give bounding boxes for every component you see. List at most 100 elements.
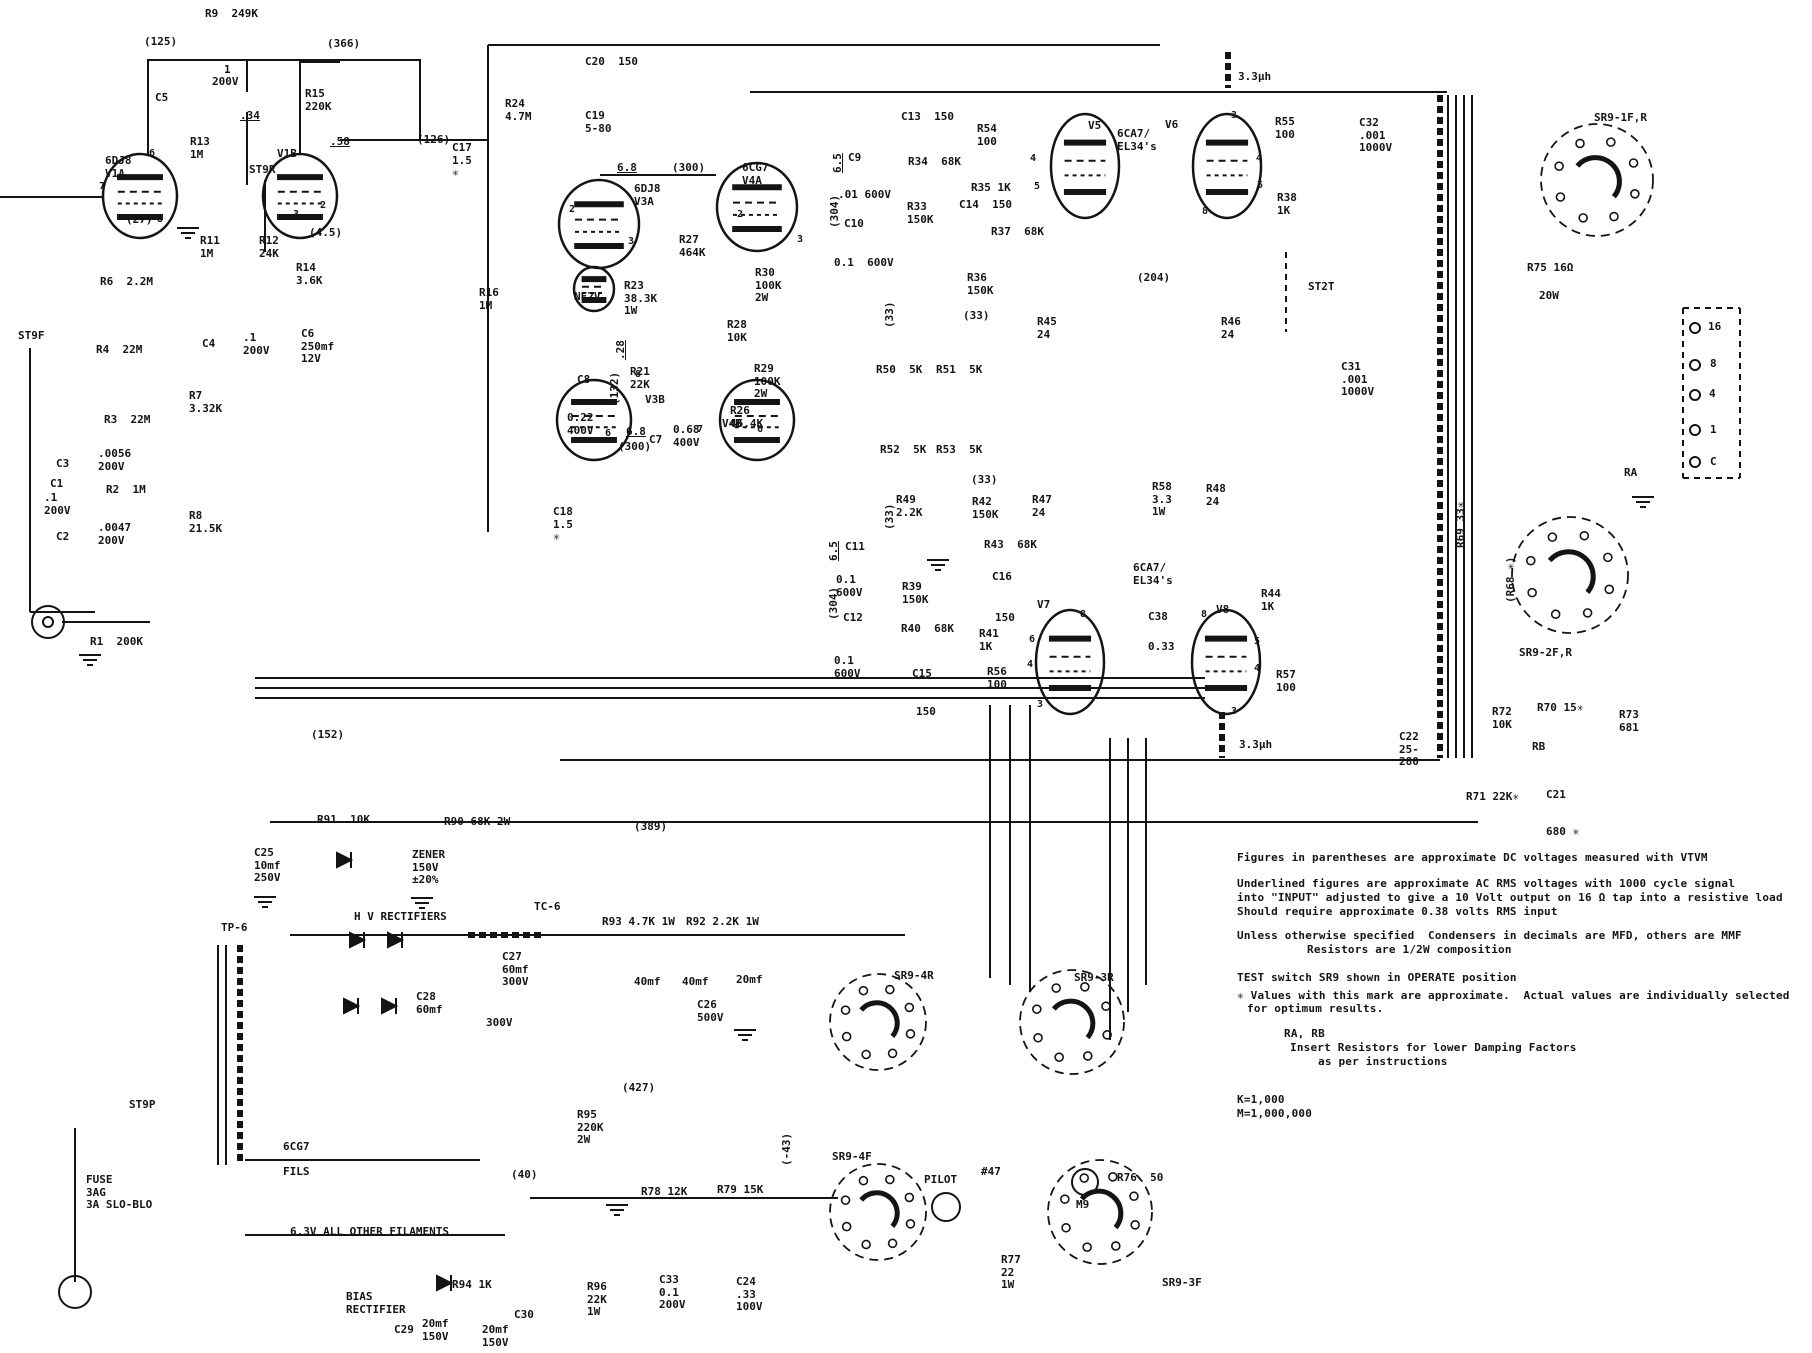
component-label: R11 1M [200,234,220,260]
component-label: C31 .001 1000V [1341,360,1375,399]
component-label: H V RECTIFIERS [354,910,447,923]
component-label: R51 5K [936,363,983,376]
rotary-switch-SR9-4F [829,1163,927,1261]
component-label: R58 3.3 1W [1152,480,1172,519]
component-label: 6CA7/ EL34's [1117,127,1157,153]
component-label: R91 10K [317,813,370,826]
component-label: (R68 ✳) [1504,556,1517,603]
component-label: C29 [394,1323,414,1336]
component-label: C15 [912,667,932,680]
component-label: FILS [283,1165,310,1178]
ground-symbol [1632,496,1654,508]
component-label: ZENER 150V ±20% [412,848,446,887]
component-label: R46 24 [1221,315,1241,341]
ground-symbol [606,1204,628,1216]
component-label: TP-6 [221,921,248,934]
component-label: R43 68K [984,538,1037,551]
component-label: C3 [56,457,70,470]
component-label: R38 1K [1277,191,1297,217]
component-label: R79 15K [717,1183,764,1196]
component-label: 8 [1201,609,1208,620]
component-label: 0.22 400V [567,411,594,437]
component-label: 6CG7 [283,1140,310,1153]
component-label: 4 [1254,663,1261,674]
component-label: ST2T [1308,280,1335,293]
component-label: C38 [1148,610,1168,623]
component-label: C2 [56,530,70,543]
component-label: .0056 200V [98,447,132,473]
component-label: .1 200V [243,331,270,357]
tube-V3A [557,178,641,270]
component-label: .28 [614,340,627,360]
component-label: R50 5K [876,363,923,376]
component-label: C13 150 [901,110,954,123]
component-label: R49 2.2K [896,493,923,519]
component-label: R13 1M [190,135,210,161]
component-label: R36 150K [967,271,994,297]
component-label: R48 24 [1206,482,1226,508]
wire-segments [0,44,1741,1282]
component-label: R14 3.6K [296,261,323,287]
component-label: R15 220K [305,87,332,113]
component-label: 4 [1027,659,1034,670]
component-label: 4 [1709,387,1716,400]
tube-V7 [1034,608,1106,716]
component-label: 0.1 600V [834,256,894,269]
component-label: C25 10mf 250V [254,846,281,885]
rotary-switch-SR9-3R [1019,969,1125,1075]
component-label: R90 68K 2W [444,815,511,828]
component-label: (-43) [780,1132,793,1166]
component-label: R35 1K [971,181,1011,194]
component-label: (4.5) [309,226,343,239]
note-line: Insert Resistors for lower Damping Facto… [1290,1041,1577,1054]
note-line: Should require approximate 0.38 volts RM… [1237,905,1558,918]
component-label: ST9F [18,329,45,342]
component-label: 7 [697,424,704,435]
ac-plug-icon [58,1275,92,1309]
component-label: 5 [1034,181,1041,192]
component-label: C21 [1546,788,1566,801]
rotary-switch-SR9-1F-R [1540,123,1654,237]
component-label: 5 [1254,636,1261,647]
component-label: 20mf 150V [482,1323,509,1349]
component-label: (27) [126,213,153,226]
ground-symbol [927,559,949,571]
component-label: V6 [1165,118,1179,131]
component-label: R12 24K [259,234,279,260]
component-label: 6.8 [617,161,637,174]
tube-V3B [555,378,633,462]
component-label: R33 150K [907,200,934,226]
component-label: C30 [514,1308,534,1321]
component-label: 6 [757,424,764,435]
ground-symbol [254,896,276,908]
diode-icon [381,997,399,1015]
component-label: 40mf [634,975,661,988]
component-label: R52 5K [880,443,927,456]
component-label: R69 33✳ [1454,501,1467,548]
component-label: R73 681 [1619,708,1639,734]
component-label: R40 68K [901,622,954,635]
component-label: R21 22K [630,365,650,391]
component-label: 2 [737,209,744,220]
terminal-1-icon [1689,424,1701,436]
component-label: 3 [293,209,300,220]
component-label: V8 [1216,603,1230,616]
component-label: 3.3μh [1239,738,1273,751]
rotary-switch-SR9-3F [1047,1159,1153,1265]
terminal-8-icon [1689,359,1701,371]
component-label: 3 [1231,110,1238,121]
component-label: 680 ✳ [1546,825,1580,838]
component-label: C32 .001 1000V [1359,116,1393,155]
note-line: Underlined figures are approximate AC RM… [1237,877,1736,890]
component-label: RA [1624,466,1638,479]
component-label: R53 5K [936,443,983,456]
component-label: (125) [144,35,178,48]
component-label: R70 15✳ [1537,701,1584,714]
component-label: C6 250mf 12V [301,327,335,366]
note-line: into "INPUT" adjusted to give a 10 Volt … [1237,891,1783,904]
component-label: C27 60mf 300V [502,950,529,989]
ground-symbol [734,1029,756,1041]
component-label: (126) [417,133,451,146]
component-label: R77 22 1W [1001,1253,1021,1292]
